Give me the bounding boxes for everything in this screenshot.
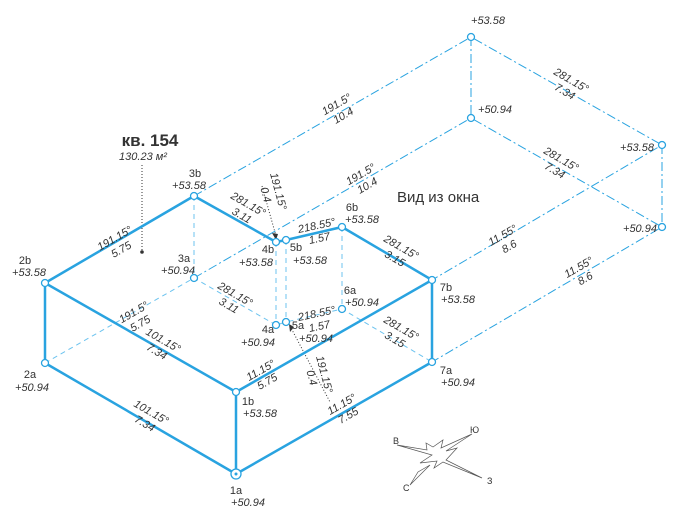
point-marker <box>271 320 281 330</box>
edge-label: 11.15°5.75 <box>245 358 281 393</box>
ceiling-outline <box>42 194 435 394</box>
point-elevation: +53.58 <box>441 294 476 306</box>
edge-label: 101.15°7.34 <box>144 326 183 363</box>
point-elevation: +53.58 <box>293 255 328 267</box>
point-marker <box>281 235 291 245</box>
point-marker <box>189 273 199 283</box>
hidden-verticals <box>193 196 343 325</box>
point-elevation: +50.94 <box>15 382 49 394</box>
point-elevation: +53.58 <box>239 257 274 269</box>
edge-length: 1.57 <box>308 319 332 335</box>
compass-south: Ю <box>470 425 479 435</box>
edge-label: 11.55°8.6 <box>563 255 596 289</box>
point-marker <box>40 358 50 368</box>
point-id: 5b <box>290 242 302 254</box>
point-marker <box>271 237 281 247</box>
edge-label: 281.15°3.15 <box>381 233 421 270</box>
apartment-area: 130.23 м² <box>119 151 167 163</box>
point-elevation: +53.58 <box>620 142 655 154</box>
point-elevation: +50.94 <box>441 377 475 389</box>
point-id: 6a <box>344 285 357 297</box>
point-id: 1b <box>242 396 254 408</box>
point-elevation: +50.94 <box>161 265 195 277</box>
point-elevation: +50.94 <box>241 337 275 349</box>
edge-label: 218.55°1.57 <box>296 216 337 247</box>
point-elevation: +50.94 <box>231 497 265 509</box>
point-id: 5a <box>292 320 305 332</box>
point-center <box>234 472 238 476</box>
apartment-title: кв. 154 <box>122 131 179 150</box>
point-elevation: +53.58 <box>12 267 47 279</box>
window-view-label: Вид из окна <box>397 189 480 206</box>
point-marker <box>466 32 476 42</box>
point-elevation: +53.58 <box>471 15 506 27</box>
point-elevation: +50.94 <box>478 104 512 116</box>
floor-outline <box>44 277 433 364</box>
point-id: 2a <box>24 369 37 381</box>
edge-length: 0.4 <box>303 369 319 387</box>
point-elevation: +53.58 <box>172 180 207 192</box>
point-id: 4b <box>262 244 274 256</box>
point-id: 6b <box>346 202 358 214</box>
point-id: 3a <box>178 253 191 265</box>
point-marker <box>231 387 241 397</box>
point-id: 4a <box>262 324 275 336</box>
edge-label: 191.5°10.4 <box>320 91 356 126</box>
leader-line <box>289 325 331 403</box>
edge-label: 191.15°0.4 <box>303 355 334 395</box>
diagram-lines <box>42 36 664 476</box>
view-line <box>193 117 663 363</box>
edge-label: 11.15°7.55 <box>326 392 362 427</box>
point-id: 1a <box>230 485 243 497</box>
point-elevation: +50.94 <box>345 297 379 309</box>
edge-label: 191.5°10.4 <box>344 161 380 196</box>
point-marker <box>657 222 667 232</box>
point-marker <box>427 275 437 285</box>
compass-star-icon <box>396 433 483 486</box>
view-line <box>470 37 663 227</box>
edge-labels: 191.15°5.75281.15°3.11191.15°0.4218.55°1… <box>96 66 596 435</box>
edge-label: 281.15°7.34 <box>541 145 581 182</box>
compass-rose: В Ю З С <box>393 425 492 493</box>
point-marker <box>466 113 476 123</box>
edge-length: 0.4 <box>257 186 273 204</box>
edge-length: 1.57 <box>308 231 332 247</box>
compass-east: В <box>393 436 399 446</box>
point-marker <box>657 140 667 150</box>
compass-north: С <box>403 483 410 493</box>
point-elevation: +53.58 <box>345 214 380 226</box>
point-elevation: +53.58 <box>243 408 278 420</box>
point-marker <box>337 304 347 314</box>
point-elevation: +50.94 <box>623 223 657 235</box>
point-marker <box>427 357 437 367</box>
apartment-marker <box>140 250 144 254</box>
view-line <box>193 36 664 281</box>
point-marker <box>337 222 347 232</box>
point-marker <box>281 317 291 327</box>
point-marker <box>189 191 199 201</box>
point-marker <box>40 278 50 288</box>
point-elevation: +50.94 <box>299 333 333 345</box>
point-id: 2b <box>19 255 31 267</box>
edge-label: 281.15°3.15 <box>381 314 421 351</box>
point-id: 3b <box>189 168 201 180</box>
point-id: 7a <box>440 365 453 377</box>
edge-label: 281.15°3.11 <box>215 280 255 317</box>
points: 1a+50.941b+53.582a+50.942b+53.583a+50.94… <box>12 15 667 509</box>
point-id: 7b <box>440 282 452 294</box>
compass-west: З <box>487 476 492 486</box>
